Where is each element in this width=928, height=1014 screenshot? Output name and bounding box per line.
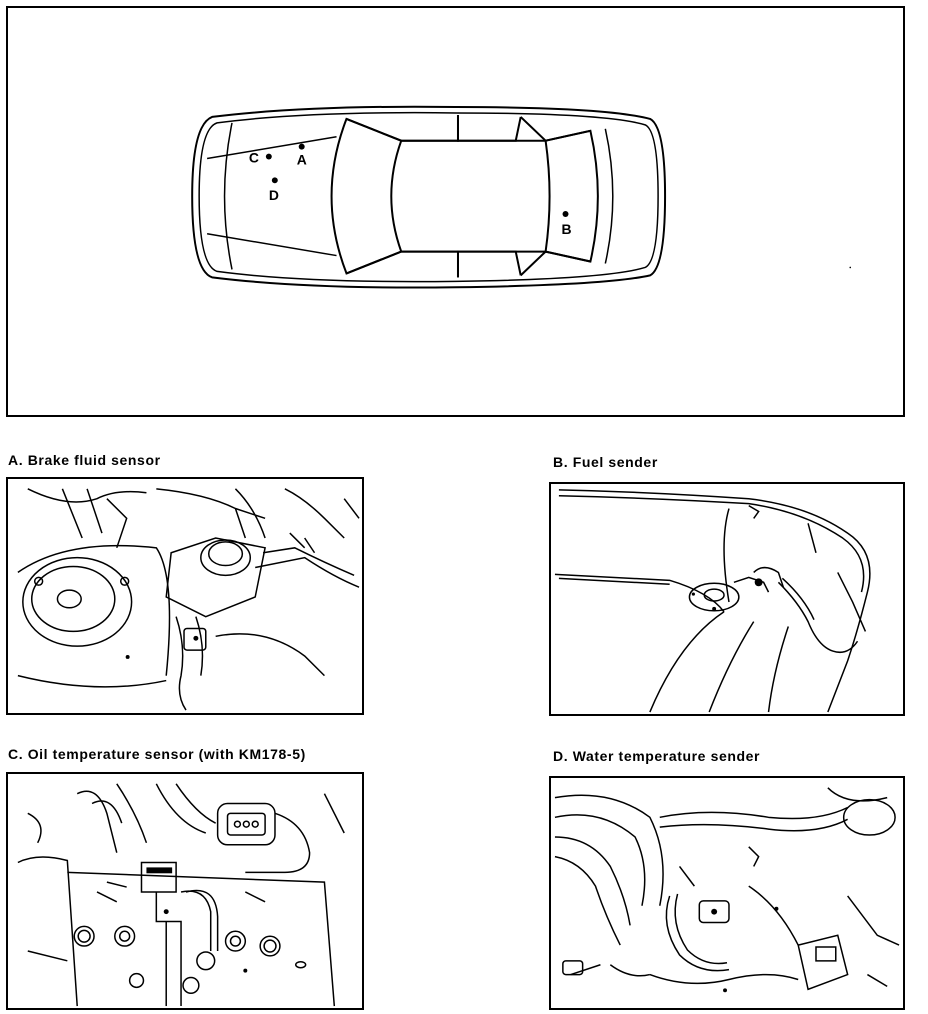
panel-brake-fluid-sensor	[6, 477, 364, 715]
caption-brake-fluid-sensor: A. Brake fluid sensor	[8, 452, 161, 468]
caption-water-temperature-sender: D. Water temperature sender	[553, 748, 761, 764]
caption-fuel-sender: B. Fuel sender	[553, 454, 658, 470]
point-b-label: B	[562, 221, 572, 237]
panel-fuel-sender	[549, 482, 905, 716]
point-d-label: D	[269, 187, 279, 203]
brake-fluid-sensor-illustration	[8, 479, 362, 713]
panel-water-temperature-sender	[549, 776, 905, 1010]
point-a-marker	[298, 143, 305, 150]
point-c-marker	[265, 153, 272, 160]
car-body-outline	[192, 107, 665, 288]
point-c-label: C	[249, 150, 259, 166]
car-top-view-diagram: A B C D	[8, 8, 852, 415]
water-temperature-sender-illustration	[551, 778, 903, 993]
point-b-marker	[562, 211, 569, 217]
car-overview-frame: A B C D	[6, 6, 905, 417]
fuel-sender-illustration	[551, 484, 903, 714]
point-d-marker	[271, 177, 278, 184]
oil-temperature-sensor-illustration	[8, 774, 362, 1008]
caption-oil-temperature-sensor: C. Oil temperature sensor (with KM178-5)	[8, 746, 306, 762]
point-a-label: A	[297, 151, 307, 167]
panel-oil-temperature-sensor	[6, 772, 364, 1010]
